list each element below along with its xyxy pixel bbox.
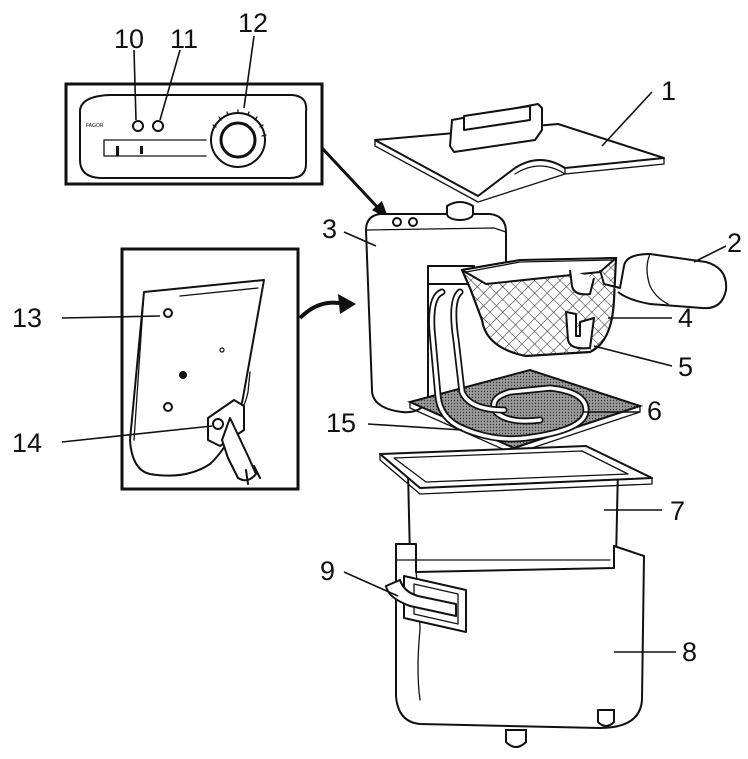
- heating-element: [406, 288, 644, 455]
- oil-container: [379, 445, 653, 589]
- callout-3: 3: [322, 214, 337, 244]
- callout-7: 7: [670, 496, 685, 526]
- callout-2: 2: [727, 228, 742, 258]
- callout-10: 10: [114, 24, 144, 54]
- cord-storage-inset: [120, 247, 300, 491]
- callout-14: 14: [12, 428, 42, 458]
- callout-8: 8: [682, 637, 697, 667]
- lid: [374, 103, 665, 203]
- indicator-light-11: [152, 120, 164, 132]
- indicator-light-10: [132, 120, 144, 132]
- callout-5: 5: [678, 352, 693, 382]
- brand-mark: FAGOR: [86, 123, 104, 129]
- inset-pointer-arrow: [320, 146, 389, 220]
- outer-housing: [395, 543, 645, 748]
- callout-12: 12: [238, 8, 268, 38]
- callout-13: 13: [12, 303, 42, 333]
- leader-lines: [61, 35, 727, 653]
- callout-15: 15: [326, 408, 356, 438]
- callout-1: 1: [661, 76, 676, 106]
- callout-labels: 1 2 3 4 5 6 7 8 9 10 11 12 13 14 15: [12, 8, 742, 667]
- cord-inset-pointer-arrow: [298, 294, 356, 320]
- callout-9: 9: [320, 556, 335, 586]
- control-panel-inset: FAGOR: [64, 82, 324, 186]
- side-handle: [385, 575, 467, 633]
- frying-basket: [460, 253, 728, 358]
- callout-6: 6: [647, 396, 662, 426]
- thermostat-dial: [219, 121, 257, 159]
- callout-11: 11: [170, 24, 198, 54]
- callout-4: 4: [678, 303, 693, 333]
